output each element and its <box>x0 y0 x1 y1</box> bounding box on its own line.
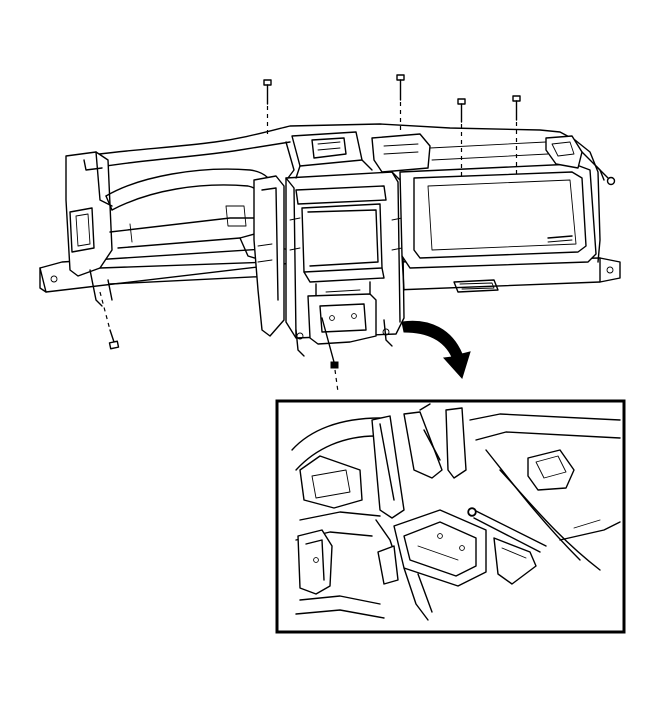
top-bolt-icon <box>457 98 466 176</box>
top-bolt-icon <box>396 74 405 132</box>
top-bolt-icon <box>263 79 272 136</box>
side-bolt-icon <box>595 165 616 186</box>
top-bolt-icon <box>512 95 521 174</box>
lower-left-bolt-icon <box>99 291 120 350</box>
instrument-panel-carrier-icon <box>39 123 621 357</box>
bracket-detail-icon <box>275 399 626 634</box>
curved-arrow-icon <box>401 320 471 379</box>
inset-bolt-icon <box>467 507 477 517</box>
center-bolt-icon <box>321 317 339 393</box>
